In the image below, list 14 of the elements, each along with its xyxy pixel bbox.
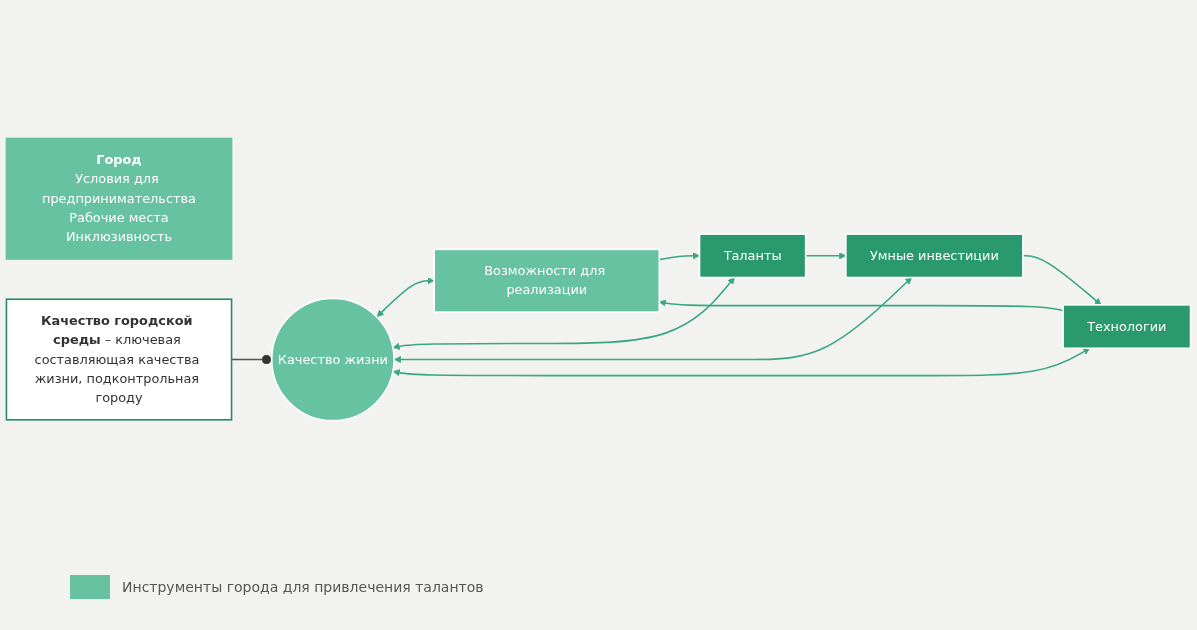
arrow (392, 348, 1091, 377)
node-box: Таланты (698, 233, 807, 279)
arrow (394, 277, 912, 364)
arrow (392, 277, 735, 351)
node-box: Возможности для реализации (433, 249, 661, 314)
node-box: Качество городской среды – ключевая составляющая качества жизни, подконтрольная городу (5, 298, 233, 422)
node-box: Город Условия для предпринимательства Рабочие места Инклюзивность (5, 138, 233, 261)
node-box: Умные инвестиции (845, 233, 1024, 279)
legend-text: Инструменты города для привлечения талантов (122, 579, 484, 595)
arrow (1022, 255, 1102, 306)
arrow (376, 277, 435, 318)
node-circle: Качество жизни (270, 298, 395, 422)
arrow (659, 300, 1064, 312)
node-box: Технологии (1062, 304, 1192, 350)
